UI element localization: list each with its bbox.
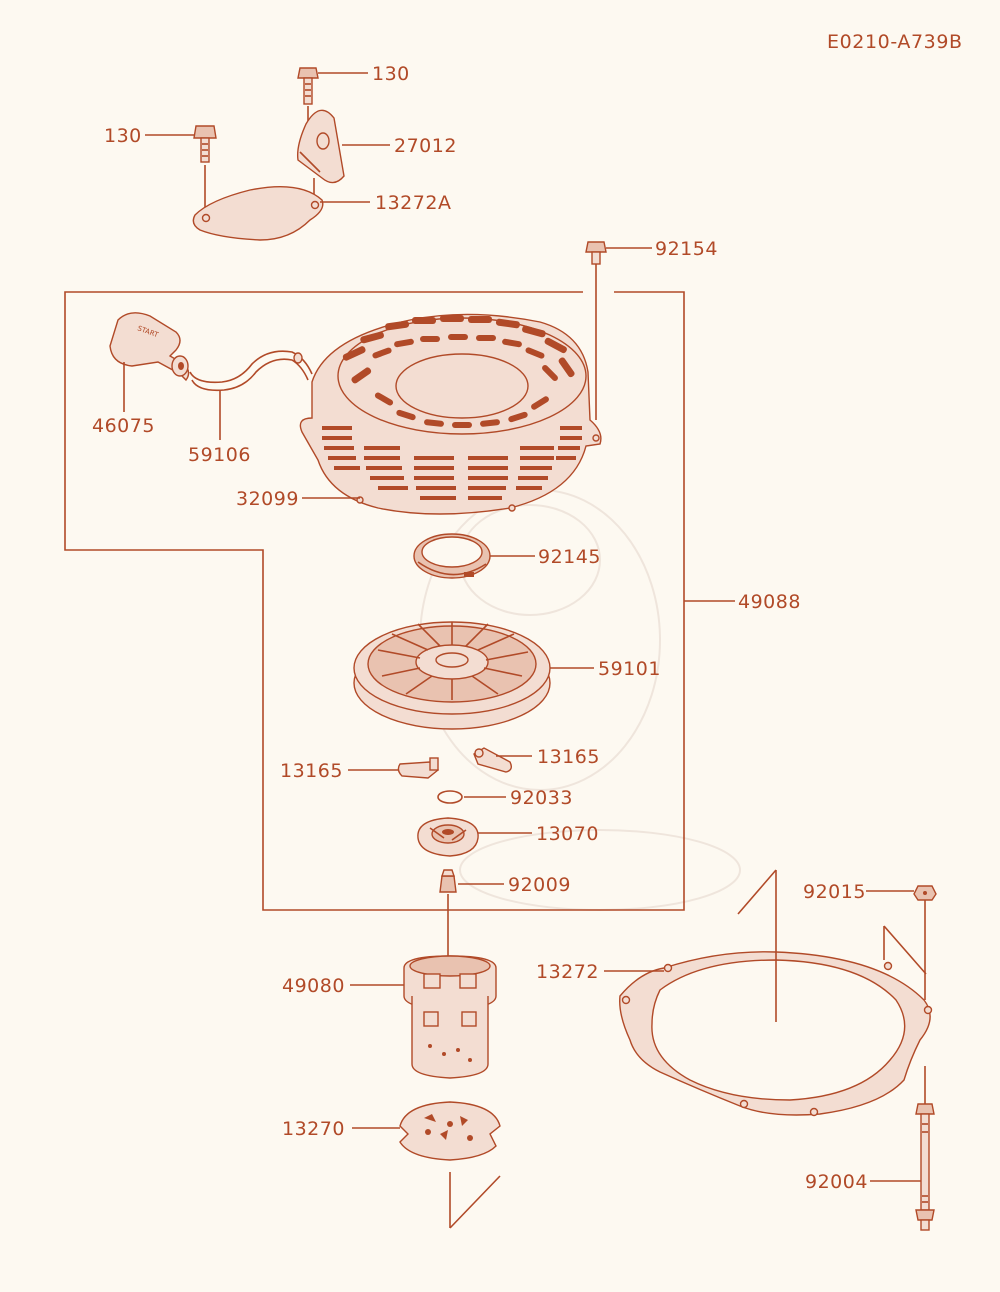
label-13070[interactable]: 13070	[536, 823, 599, 845]
nut-92015[interactable]	[913, 885, 937, 901]
guide-13070[interactable]	[417, 817, 479, 857]
label-92004[interactable]: 92004	[805, 1171, 868, 1193]
break-line	[449, 1175, 501, 1229]
bracket-27012[interactable]	[296, 109, 345, 184]
ratchet-13165-left[interactable]	[397, 757, 440, 779]
label-130-left[interactable]: 130	[104, 125, 142, 147]
label-92145[interactable]: 92145	[538, 546, 601, 568]
ratchet-13165-right[interactable]	[473, 747, 513, 773]
washer-92033[interactable]	[437, 790, 463, 804]
rope-59106[interactable]	[189, 350, 313, 392]
diagram-code: E0210-A739B	[827, 31, 963, 53]
starter-case-32099[interactable]	[299, 313, 602, 515]
plate-13270[interactable]	[399, 1101, 501, 1161]
label-27012[interactable]: 27012	[394, 135, 457, 157]
label-13272[interactable]: 13272	[536, 961, 599, 983]
break-line	[737, 869, 777, 915]
bolt-130-left[interactable]	[193, 125, 217, 163]
label-13270[interactable]: 13270	[282, 1118, 345, 1140]
assembly-outline-49088	[64, 291, 685, 911]
pulley-49080[interactable]	[403, 955, 497, 1079]
label-46075[interactable]: 46075	[92, 415, 155, 437]
bolt-130-top[interactable]	[297, 67, 319, 105]
label-92154[interactable]: 92154	[655, 238, 718, 260]
label-92033[interactable]: 92033	[510, 787, 573, 809]
stud-92004[interactable]	[915, 1103, 935, 1231]
label-59101[interactable]: 59101	[598, 658, 661, 680]
plate-13272[interactable]	[619, 951, 933, 1117]
label-92015[interactable]: 92015	[803, 881, 866, 903]
screw-92009[interactable]	[439, 869, 457, 893]
label-59106[interactable]: 59106	[188, 444, 251, 466]
spring-92145[interactable]	[413, 533, 491, 579]
label-49088[interactable]: 49088	[738, 591, 801, 613]
label-92009[interactable]: 92009	[508, 874, 571, 896]
label-49080[interactable]: 49080	[282, 975, 345, 997]
leader-line	[883, 925, 927, 975]
reel-59101[interactable]	[353, 621, 551, 730]
cover-plate-13272A[interactable]	[192, 185, 324, 241]
label-130-top[interactable]: 130	[372, 63, 410, 85]
bolt-92154[interactable]	[585, 241, 607, 265]
label-32099[interactable]: 32099	[236, 488, 299, 510]
label-13165-right[interactable]: 13165	[537, 746, 600, 768]
label-13272A[interactable]: 13272A	[375, 192, 451, 214]
label-13165-left[interactable]: 13165	[280, 760, 343, 782]
starter-handle-46075[interactable]: START	[109, 312, 190, 382]
